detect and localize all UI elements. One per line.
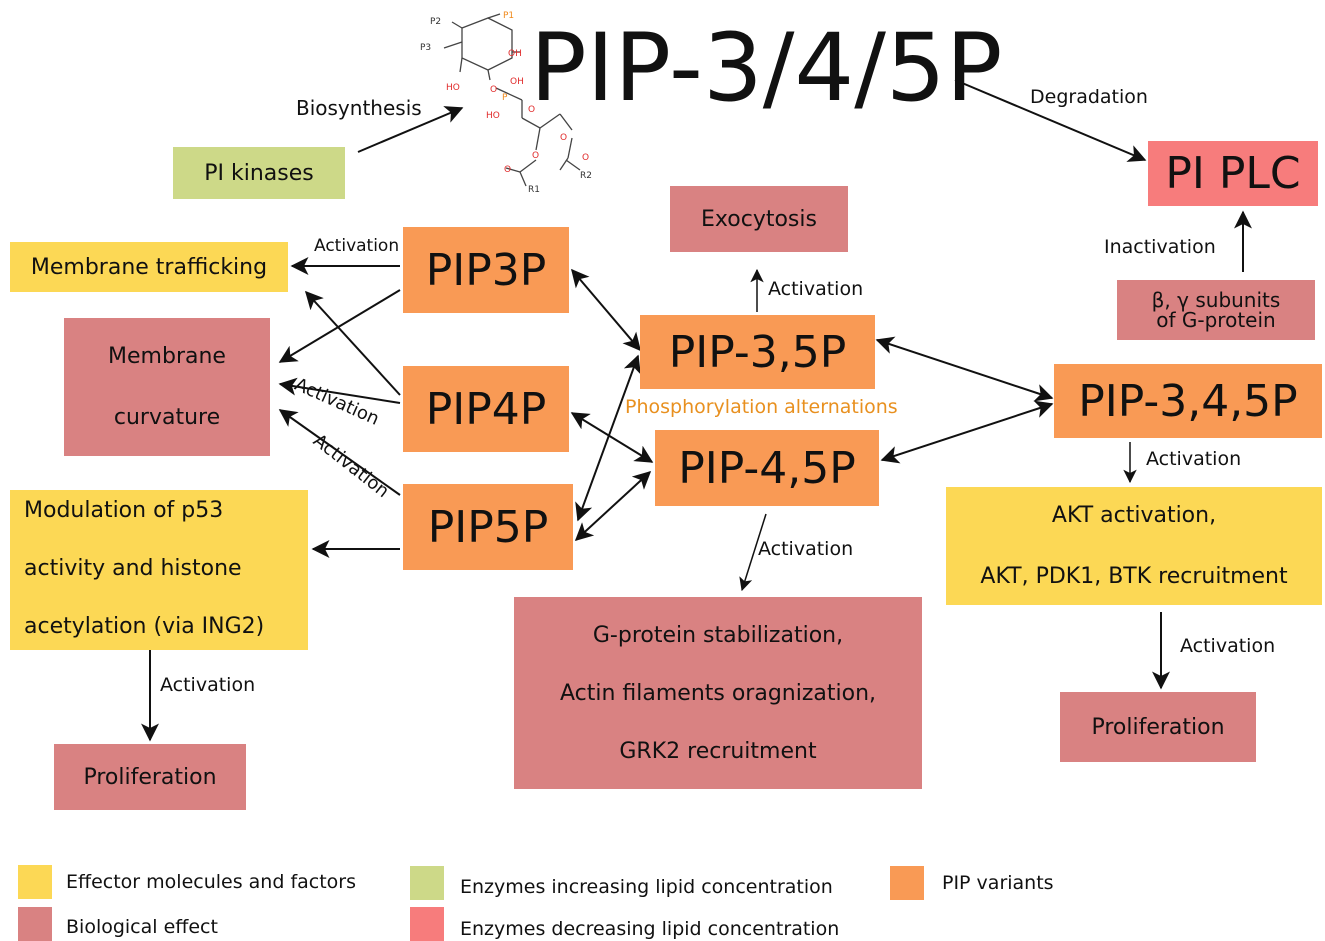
node-membrane-curvature: Membrane curvature xyxy=(64,318,270,456)
node-p53-line-2: activity and histone xyxy=(24,555,242,581)
arrow-pip4p-membrane-trafficking xyxy=(304,290,401,396)
node-p53-line-1: Modulation of p53 xyxy=(24,497,224,523)
arrow-pip5p-pip45p xyxy=(574,470,652,542)
mol-oh-label-1: OH xyxy=(508,49,522,59)
node-gprotein-subunits: β, γ subunits of G-protein xyxy=(1117,280,1315,340)
node-gprotein-subunits-line-2: of G-protein xyxy=(1156,308,1276,332)
legend-swatch-effector xyxy=(18,865,52,899)
edge-label-activation-pip3p: Activation xyxy=(314,236,400,256)
mol-o-label-3: O xyxy=(560,133,567,143)
legend-label-enzymes-increasing: Enzymes increasing lipid concentration xyxy=(460,876,833,898)
node-membrane-trafficking: Membrane trafficking xyxy=(10,242,288,292)
node-membrane-trafficking-label: Membrane trafficking xyxy=(30,254,268,280)
node-pip4p-label: PIP4P xyxy=(425,383,547,435)
node-pip-4-5p-label: PIP-4,5P xyxy=(678,442,856,494)
node-pip4p: PIP4P xyxy=(403,366,569,452)
edge-label-activation-proliferation-left: Activation xyxy=(160,674,256,696)
edge-label-activation-exocytosis: Activation xyxy=(768,278,864,300)
legend-swatch-pip-variants xyxy=(890,866,924,900)
page-title: PIP-3/4/5P xyxy=(530,14,1003,123)
arrow-pip45p-gprotein-effects xyxy=(739,513,767,592)
mol-ho-label-1: HO xyxy=(446,83,460,93)
arrow-degradation xyxy=(954,79,1147,162)
node-pip-3-5p: PIP-3,5P xyxy=(640,315,875,389)
edge-label-inactivation: Inactivation xyxy=(1104,236,1216,258)
arrow-pip5p-membrane-curvature xyxy=(278,409,401,496)
node-p53-modulation: Modulation of p53 activity and histone a… xyxy=(10,490,308,650)
node-p53-line-3: acetylation (via ING2) xyxy=(24,613,265,639)
node-exocytosis: Exocytosis xyxy=(670,186,848,252)
node-pip-3-5p-label: PIP-3,5P xyxy=(668,326,847,378)
node-exocytosis-label: Exocytosis xyxy=(701,206,817,232)
node-pip-3-4-5p-label: PIP-3,4,5P xyxy=(1078,375,1298,427)
node-gprotein-effects-line-1: G-protein stabilization, xyxy=(592,622,844,648)
phosphorylation-label: Phosphorylation alternations xyxy=(625,396,898,418)
mol-o-label-5: O xyxy=(504,165,511,175)
node-pi-kinases-label: PI kinases xyxy=(204,160,314,186)
arrow-pip3p-membrane-curvature xyxy=(278,289,401,363)
node-gprotein-subunits-line-1: β, γ subunits xyxy=(1151,288,1281,312)
arrow-pip3p-pip35p xyxy=(571,268,641,352)
inositol-ring xyxy=(461,17,513,71)
mol-p2-label: P2 xyxy=(430,17,441,27)
edge-label-activation-akt: Activation xyxy=(1146,448,1242,470)
node-pip3p-label: PIP3P xyxy=(425,244,547,296)
node-akt-line-1: AKT activation, xyxy=(1051,503,1217,528)
legend-label-enzymes-decreasing: Enzymes decreasing lipid concentration xyxy=(460,918,840,940)
node-pip-3-4-5p: PIP-3,4,5P xyxy=(1054,364,1322,438)
node-gprotein-effects-line-2: Actin filaments oragnization, xyxy=(559,680,877,706)
node-proliferation-left-label: Proliferation xyxy=(83,764,217,790)
edge-label-degradation: Degradation xyxy=(1030,86,1148,108)
node-membrane-curvature-line-2: curvature xyxy=(113,405,221,430)
mol-p3-label: P3 xyxy=(420,43,431,53)
mol-ho-label-2: HO xyxy=(486,111,500,121)
node-pi-kinases: PI kinases xyxy=(173,147,345,199)
edge-label-activation-gprotein: Activation xyxy=(758,538,854,560)
mol-r1-label: R1 xyxy=(528,185,540,195)
node-akt: AKT activation, AKT, PDK1, BTK recruitme… xyxy=(946,487,1322,605)
node-pip5p: PIP5P xyxy=(403,484,573,570)
node-pip-4-5p: PIP-4,5P xyxy=(655,430,879,506)
legend-swatch-enzymes-increasing xyxy=(410,866,444,900)
node-proliferation-right: Proliferation xyxy=(1060,692,1256,762)
node-proliferation-left: Proliferation xyxy=(54,744,246,810)
mol-p-label: P xyxy=(502,93,508,103)
legend-label-effector: Effector molecules and factors xyxy=(66,871,357,893)
arrow-biosynthesis xyxy=(357,106,464,153)
mol-oh-label-2: OH xyxy=(510,77,524,87)
node-pip3p: PIP3P xyxy=(403,227,569,313)
node-gprotein-effects: G-protein stabilization, Actin filaments… xyxy=(514,597,922,789)
legend-label-pip-variants: PIP variants xyxy=(942,872,1054,894)
arrow-pip35p-pip345p xyxy=(875,336,1054,402)
mol-p1-label: P1 xyxy=(503,11,514,21)
legend-label-biological-effect: Biological effect xyxy=(66,916,218,938)
node-gprotein-effects-line-3: GRK2 recruitment xyxy=(619,738,817,764)
mol-o-label-1: O xyxy=(490,85,497,95)
mol-r2-label: R2 xyxy=(580,171,592,181)
mol-o-label-2: O xyxy=(528,105,535,115)
node-membrane-curvature-line-1: Membrane xyxy=(108,344,226,369)
arrow-pip4p-membrane-curvature xyxy=(278,377,401,404)
edge-label-activation-proliferation-right: Activation xyxy=(1180,635,1276,657)
node-akt-line-2: AKT, PDK1, BTK recruitment xyxy=(980,564,1288,589)
mol-o-label-6: O xyxy=(582,153,589,163)
legend-swatch-enzymes-decreasing xyxy=(410,907,444,941)
node-pi-plc: PI PLC xyxy=(1148,141,1318,206)
arrow-pip45p-pip345p xyxy=(880,400,1054,464)
node-proliferation-right-label: Proliferation xyxy=(1091,714,1225,740)
node-pi-plc-label: PI PLC xyxy=(1165,148,1301,199)
edge-label-biosynthesis: Biosynthesis xyxy=(296,96,422,120)
mol-o-label-4: O xyxy=(532,151,539,161)
node-pip5p-label: PIP5P xyxy=(427,501,549,553)
legend-swatch-biological-effect xyxy=(18,907,52,941)
